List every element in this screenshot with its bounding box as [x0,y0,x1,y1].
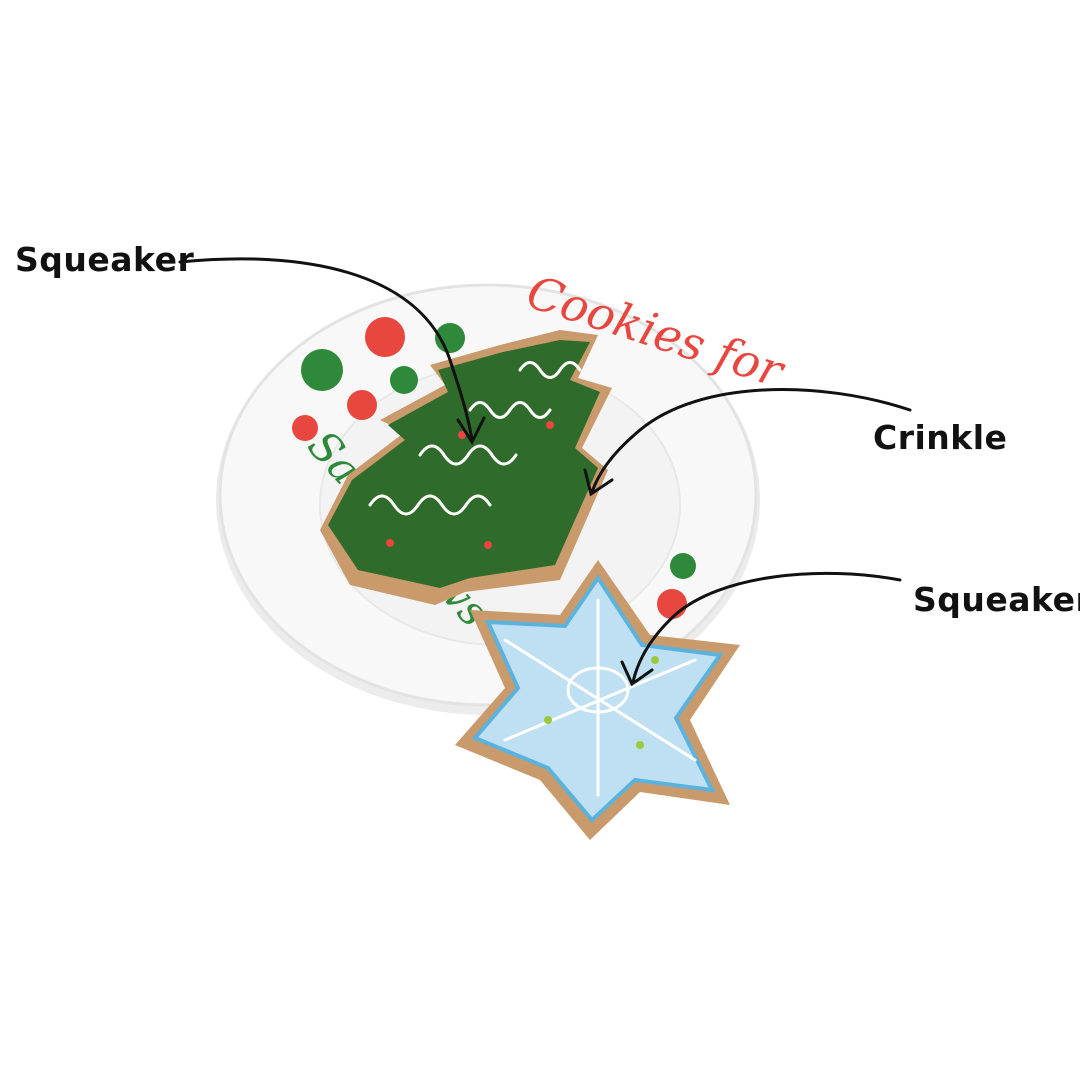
arrow-crinkle [590,388,912,494]
snowflake-cookie [455,560,740,840]
callout-arrows [178,257,912,687]
arrowhead-crinkle [583,468,614,497]
plate-dots [292,317,696,619]
callout-crinkle: Crinkle [873,418,1008,457]
arrowhead-squeaker-snowflake [620,660,654,687]
arrow-squeaker-tree [178,257,474,442]
tree-cookie [320,330,612,605]
arrow-squeaker-snowflake [631,571,902,684]
callout-squeaker-tree: Squeaker [15,240,195,279]
arrowhead-squeaker-tree [456,416,486,446]
callout-squeaker-snowflake: Squeaker [913,580,1080,619]
